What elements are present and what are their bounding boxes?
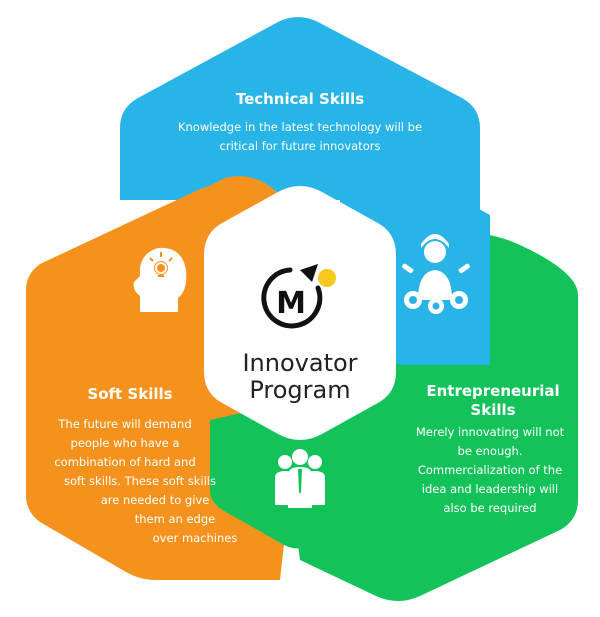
soft-skills-line-6: them an edge — [134, 512, 216, 526]
soft-skills-title: Soft Skills — [87, 385, 173, 403]
soft-skills-line-2: people who have a — [70, 436, 180, 450]
center-title-line-1: Innovator — [242, 349, 358, 377]
soft-skills-line-5: are needed to give — [100, 493, 210, 507]
entrepreneurial-skills-title-line-1: Entrepreneurial — [426, 382, 560, 400]
innovator-logo-icon — [261, 264, 336, 329]
team-people-icon — [275, 449, 325, 508]
entrepreneurial-skills-line-3: Commercialization of the — [417, 463, 563, 477]
entrepreneurial-skills-line-5: also be required — [443, 501, 537, 515]
center-hexagon — [204, 186, 396, 440]
soft-skills-line-3: combination of hard and — [54, 455, 196, 469]
technical-skills-line-2: critical for future innovators — [219, 139, 381, 153]
entrepreneurial-skills-line-1: Merely innovating will not — [415, 425, 565, 439]
technical-skills-line-1: Knowledge in the latest technology will … — [177, 120, 423, 134]
entrepreneurial-skills-line-4: idea and leadership will — [421, 482, 559, 496]
logo-letter: M — [276, 286, 306, 321]
center-title-line-2: Program — [249, 376, 351, 404]
technical-skills-title: Technical Skills — [235, 90, 365, 108]
engineer-gears-icon — [402, 234, 470, 314]
entrepreneurial-skills-title-line-2: Skills — [470, 401, 516, 419]
head-lightbulb-icon — [133, 247, 187, 312]
entrepreneurial-skills-line-2: be enough. — [457, 444, 523, 458]
soft-skills-line-7: over machines — [152, 531, 238, 545]
soft-skills-line-4: soft skills. These soft skills — [64, 474, 216, 488]
soft-skills-line-1: The future will demand — [58, 417, 192, 431]
